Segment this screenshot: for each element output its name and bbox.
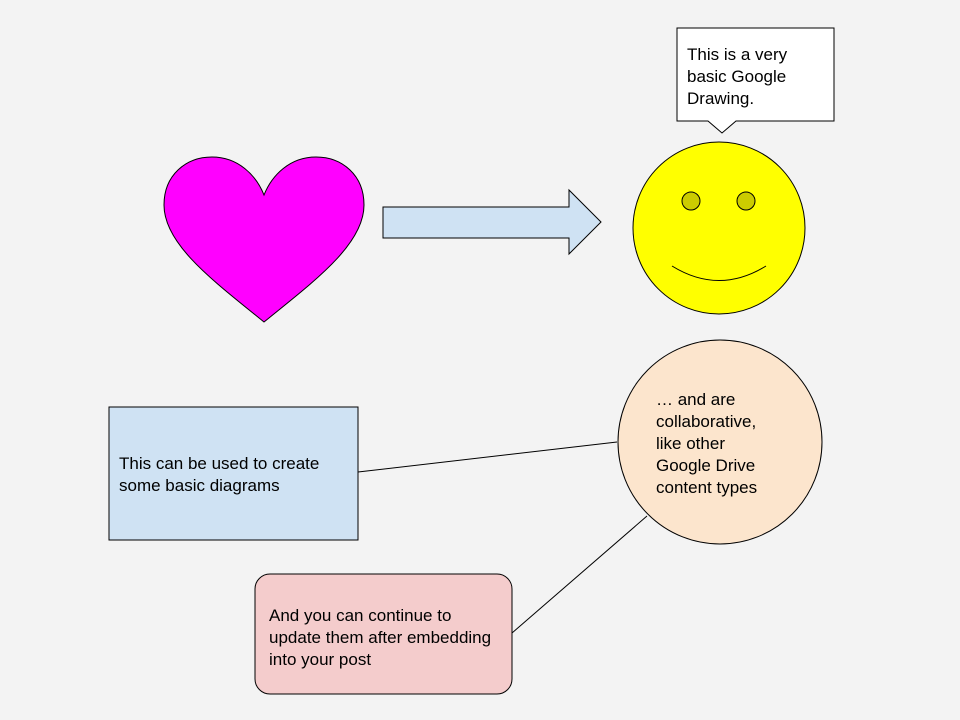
pink-box-shape (254, 573, 513, 695)
smiley-face-circle (632, 141, 806, 315)
smiley-face (632, 141, 806, 315)
blue-box-shape (108, 406, 359, 541)
blue-box-text: This can be used to create some basic di… (119, 454, 320, 495)
arrow-shape (382, 188, 602, 256)
smiley-right-eye (736, 191, 756, 211)
callout-text: This is a very basic Google Drawing. (687, 45, 788, 108)
circle-text: … and are collaborative, like other Goog… (656, 390, 758, 497)
pink-box-text: And you can continue to update them afte… (269, 606, 492, 669)
peach-circle-shape (617, 339, 823, 545)
smiley-mouth (671, 265, 767, 281)
connector-pinkbox-to-circle (511, 515, 648, 634)
heart-shape (163, 156, 365, 323)
connector-box-to-circle (357, 441, 618, 473)
smiley-left-eye (681, 191, 701, 211)
speech-callout-shape (676, 27, 835, 134)
